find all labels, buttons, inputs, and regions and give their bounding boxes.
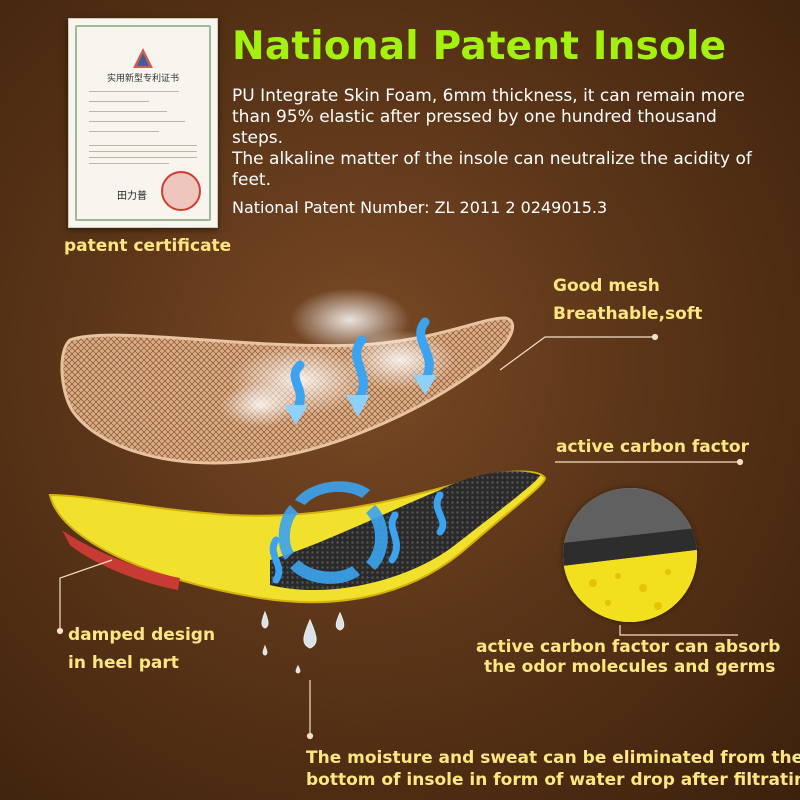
water-drops [261, 610, 345, 674]
mesh-subtitle: Breathable,soft [553, 304, 703, 324]
description-line-1: PU Integrate Skin Foam, 6mm thickness, i… [232, 86, 745, 148]
description-line-2: The alkaline matter of the insole can ne… [232, 149, 752, 190]
mesh-title: Good mesh [553, 276, 660, 296]
insole-base [48, 470, 547, 604]
leader-lines [56, 333, 744, 740]
patent-certificate-image: 实用新型专利证书 田力普 [68, 18, 218, 228]
moisture-label-line-2: bottom of insole in form of water drop a… [306, 770, 800, 790]
certificate-logo-icon [133, 48, 153, 68]
headline: National Patent Insole [232, 24, 727, 69]
moisture-label-line-1: The moisture and sweat can be eliminated… [306, 748, 800, 768]
heel-label-line-1: damped design [68, 625, 216, 645]
certificate-title: 实用新型专利证书 [106, 74, 179, 84]
certificate-border [75, 25, 211, 221]
circulation-arrows-icon [278, 481, 388, 584]
heel-label-line-2: in heel part [68, 653, 179, 673]
airflow-arrows [290, 317, 434, 415]
carbon-title: active carbon factor [556, 437, 749, 457]
patent-number: National Patent Number: ZL 2011 2 024901… [232, 198, 608, 217]
description: PU Integrate Skin Foam, 6mm thickness, i… [232, 86, 752, 191]
absorb-label-line-1: active carbon factor can absorb [476, 637, 781, 657]
certificate-seal [161, 171, 201, 211]
certificate-caption: patent certificate [64, 236, 232, 256]
carbon-layer-zoom [563, 488, 697, 622]
certificate-signature: 田力普 [117, 191, 147, 202]
absorb-label-line-2: the odor molecules and germs [484, 657, 776, 677]
